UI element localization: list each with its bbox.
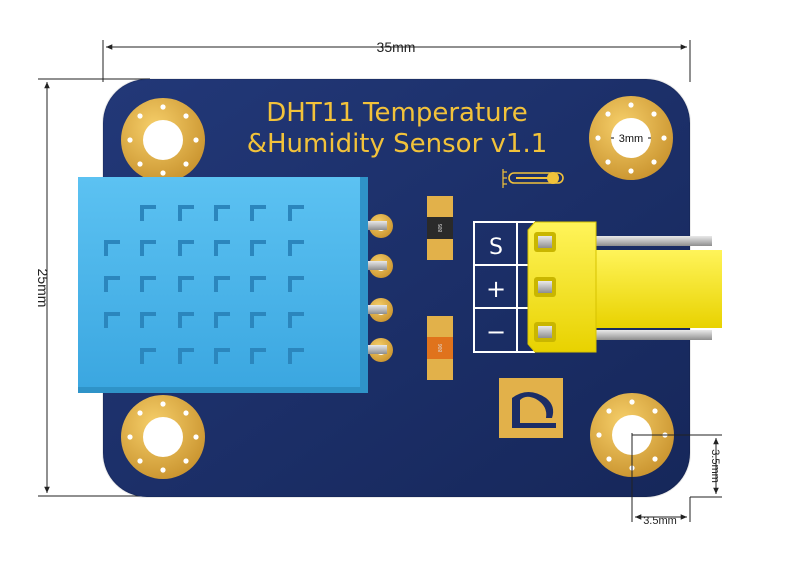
sensor-grille-slot xyxy=(178,312,194,328)
mounting-hole-top-right: 3mm xyxy=(589,96,673,180)
hole-offset-y-label: 3.5mm xyxy=(709,449,721,483)
sensor-grille-slot xyxy=(178,205,194,221)
dimension-width-label: 35mm xyxy=(377,39,416,55)
smd-capacitor: 806 xyxy=(427,316,453,380)
sensor-grille-slot xyxy=(140,312,156,328)
dimension-height-label: 25mm xyxy=(35,269,51,308)
pin-label-gnd: − xyxy=(486,318,506,346)
dimension-height: 25mm xyxy=(35,78,150,497)
thermometer-icon xyxy=(502,169,564,188)
sensor-grille-slot xyxy=(250,240,266,256)
sensor-pin-pads xyxy=(365,214,393,362)
sensor-grille-slot xyxy=(178,276,194,292)
sensor-grille-slot xyxy=(288,240,304,256)
connector-header xyxy=(527,221,722,353)
sensor-grille xyxy=(104,205,304,364)
dimension-hole-offset: 3.5mm 3.5mm xyxy=(631,433,722,527)
sensor-grille-slot xyxy=(104,312,120,328)
board-title-line2: &Humidity Sensor v1.1 xyxy=(247,129,548,159)
sensor-grille-slot xyxy=(178,240,194,256)
sensor-grille-slot xyxy=(140,348,156,364)
sensor-grille-slot xyxy=(288,205,304,221)
pin-label-vcc: + xyxy=(486,275,506,303)
sensor-grille-slot xyxy=(104,240,120,256)
sensor-grille-slot xyxy=(214,276,230,292)
sensor-grille-slot xyxy=(104,276,120,292)
board-title-line1: DHT11 Temperature xyxy=(266,98,528,128)
sensor-grille-slot xyxy=(140,205,156,221)
mounting-hole-top-left xyxy=(121,98,205,182)
hole-diameter-label: 3mm xyxy=(619,133,643,145)
dimension-width: 35mm xyxy=(102,39,691,82)
sensor-grille-slot xyxy=(250,205,266,221)
mounting-hole-bottom-left xyxy=(121,395,205,479)
sensor-grille-slot xyxy=(250,348,266,364)
sensor-grille-slot xyxy=(178,348,194,364)
sensor-grille-slot xyxy=(250,276,266,292)
dht11-sensor-body xyxy=(78,177,368,393)
resistor-label: 805 xyxy=(438,224,444,233)
sensor-grille-slot xyxy=(140,276,156,292)
sensor-grille-slot xyxy=(288,276,304,292)
sensor-grille-slot xyxy=(250,312,266,328)
sensor-grille-slot xyxy=(288,312,304,328)
sensor-grille-slot xyxy=(214,240,230,256)
brand-logo xyxy=(499,378,563,438)
sensor-grille-slot xyxy=(214,205,230,221)
sensor-grille-slot xyxy=(288,348,304,364)
sensor-grille-slot xyxy=(140,240,156,256)
pin-label-signal: S xyxy=(489,235,503,260)
capacitor-label: 806 xyxy=(438,344,444,353)
sensor-grille-slot xyxy=(214,312,230,328)
smd-resistor: 805 xyxy=(427,196,453,260)
sensor-grille-slot xyxy=(214,348,230,364)
hole-offset-x-label: 3.5mm xyxy=(643,515,677,527)
